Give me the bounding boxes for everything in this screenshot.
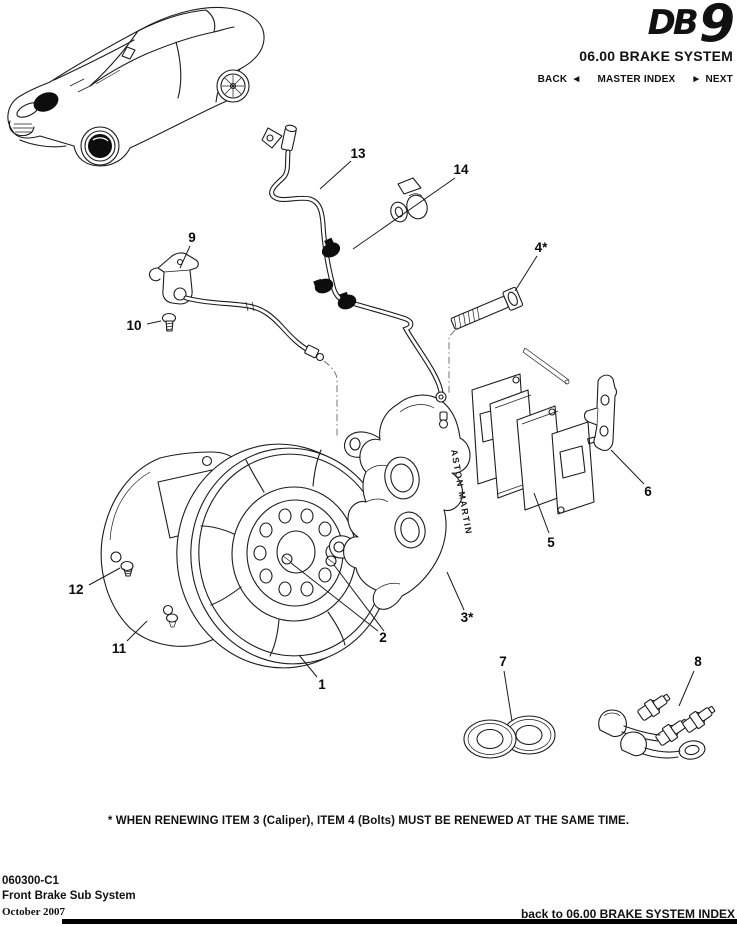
callout-14: 14	[352, 162, 469, 250]
callout-label-1: 1	[318, 677, 326, 692]
callout-label-7: 7	[499, 654, 507, 669]
callout-label-4: 4*	[535, 240, 549, 255]
callout-label-5: 5	[547, 535, 555, 550]
callout-13: 13	[319, 146, 366, 190]
harness-grommet-part	[390, 177, 428, 223]
back-arrow-icon[interactable]: ◄	[571, 74, 582, 85]
callout-label-12: 12	[68, 582, 83, 597]
bleed-screws-part	[598, 693, 716, 760]
hose-bracket-part	[148, 252, 199, 332]
callout-10: 10	[126, 318, 162, 333]
callout-label-11: 11	[112, 641, 127, 656]
nav-master-index-link[interactable]: MASTER INDEX	[597, 74, 675, 85]
brake-hose-part	[183, 295, 338, 436]
section-title: 06.00 BRAKE SYSTEM	[579, 48, 733, 64]
callout-label-8: 8	[694, 654, 702, 669]
shield-screw-part-2	[165, 613, 179, 628]
callout-1: 1	[298, 654, 326, 692]
callout-8: 8	[678, 654, 702, 707]
bracket-screw-part	[161, 312, 177, 332]
callout-9: 9	[179, 230, 196, 269]
renewal-footnote: * WHEN RENEWING ITEM 3 (Caliper), ITEM 4…	[107, 815, 630, 827]
nav-back-link[interactable]: BACK ◄	[538, 74, 582, 85]
callout-label-9: 9	[188, 230, 196, 245]
callout-12: 12	[68, 567, 121, 597]
header-nav: BACK ◄ MASTER INDEX ► NEXT	[538, 74, 733, 85]
hub-bolt-holes	[253, 508, 339, 597]
document-code: 060300-C1	[2, 875, 59, 887]
callout-11: 11	[112, 620, 148, 656]
nav-next-link[interactable]: ► NEXT	[691, 74, 733, 85]
callout-label-3: 3*	[461, 610, 475, 625]
harness-clips	[313, 237, 357, 310]
nav-back-label[interactable]: BACK	[537, 74, 568, 85]
next-arrow-icon[interactable]: ►	[691, 74, 702, 85]
callout-6: 6	[610, 449, 652, 499]
abs-sensor-harness-part	[261, 124, 447, 403]
publication-date: October 2007	[2, 906, 66, 918]
car-illustration	[7, 6, 265, 167]
callout-4: 4*	[514, 240, 549, 292]
nav-master-index-label[interactable]: MASTER INDEX	[597, 74, 676, 85]
nav-next-label[interactable]: NEXT	[705, 74, 733, 85]
callout-3: 3*	[446, 571, 475, 625]
callout-label-6: 6	[644, 484, 652, 499]
pad-pin-part	[522, 347, 570, 385]
brake-disc-part	[176, 443, 393, 669]
brake-pads-part	[471, 373, 597, 515]
callout-2: 2	[290, 562, 387, 645]
page-header: DB 9 06.00 BRAKE SYSTEM BACK ◄ MASTER IN…	[538, 0, 735, 85]
shield-screw-part	[120, 560, 134, 577]
rear-wheel-spokes	[222, 75, 244, 97]
db9-logo-db: DB	[647, 3, 699, 43]
bottom-rule	[62, 919, 737, 924]
callout-7: 7	[499, 654, 513, 722]
callout-5: 5	[533, 492, 555, 550]
sealing-washers-part	[463, 715, 556, 759]
callouts: 1 2 3* 4* 5 6	[68, 146, 702, 722]
callout-label-10: 10	[126, 318, 141, 333]
caliper-bolt-part	[448, 286, 524, 396]
brake-location-dot	[33, 92, 59, 112]
sensor-bracket-part	[584, 374, 618, 451]
subsystem-title: Front Brake Sub System	[2, 890, 136, 902]
db9-logo-9: 9	[698, 0, 735, 54]
callout-label-13: 13	[350, 146, 366, 161]
db9-logo: DB 9	[538, 0, 735, 54]
callout-label-14: 14	[453, 162, 469, 177]
back-to-index-link[interactable]: back to 06.00 BRAKE SYSTEM INDEX	[520, 907, 735, 921]
callout-label-2: 2	[379, 630, 387, 645]
disc-retaining-screws	[281, 553, 337, 567]
